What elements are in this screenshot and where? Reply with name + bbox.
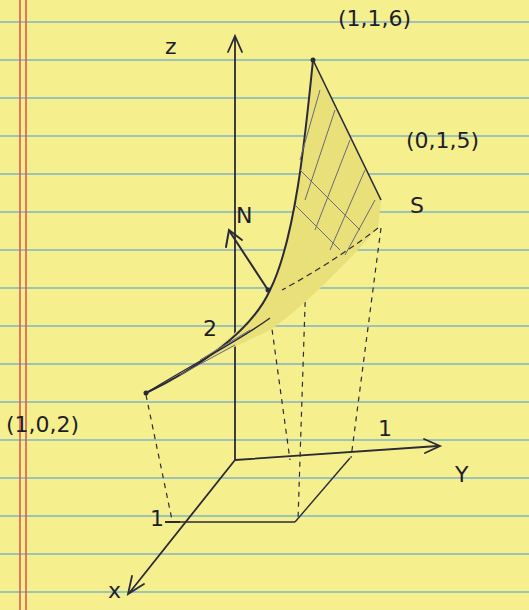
axis-label: x [108, 580, 121, 602]
normal-vector [226, 230, 268, 290]
vector-label: N [236, 205, 252, 227]
surface-s [146, 60, 381, 393]
base-square [165, 458, 350, 522]
tick-label: 1 [150, 508, 164, 530]
point-label: (0,1,5) [406, 130, 479, 152]
axis-label: Y [455, 464, 468, 486]
surface-label: S [410, 195, 424, 217]
margin-lines [20, 0, 26, 610]
ruled-lines [0, 22, 529, 592]
axis-label: z [165, 36, 177, 58]
point-label: (1,0,2) [6, 414, 79, 436]
points [144, 58, 316, 396]
tick-label: 1 [378, 418, 392, 440]
tick-label: 2 [203, 318, 217, 340]
axes [128, 36, 440, 594]
point-label: (1,1,6) [338, 8, 411, 30]
